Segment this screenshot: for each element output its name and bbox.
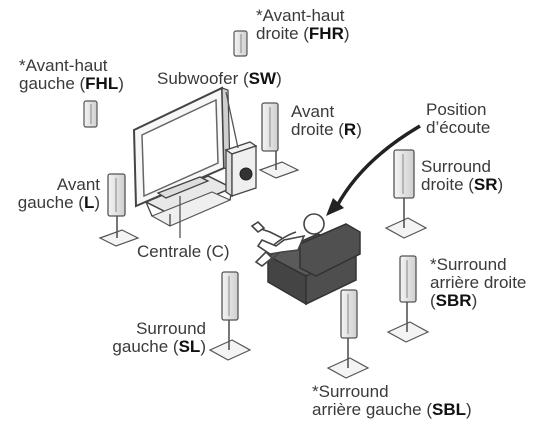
label-sl-suffix: ) bbox=[200, 337, 206, 356]
speaker-subwoofer bbox=[226, 142, 256, 196]
label-fhr: *Avant-haut droite (FHR) bbox=[256, 7, 350, 43]
label-surround-back-left: *Surround arrière gauche (SBL) bbox=[312, 383, 472, 419]
label-front-left: Avant gauche (L) bbox=[6, 176, 100, 212]
label-sbl-line2: arrière gauche ( bbox=[312, 400, 432, 419]
label-sr-line1: Surround bbox=[421, 157, 491, 176]
label-r-line1: Avant bbox=[291, 102, 334, 121]
label-sbr-suffix: ) bbox=[472, 291, 478, 310]
label-l-code: L bbox=[84, 193, 94, 212]
label-r-suffix: ) bbox=[356, 120, 362, 139]
label-r-line2: droite ( bbox=[291, 120, 344, 139]
label-sl-line1: Surround bbox=[136, 319, 206, 338]
label-fhl-code: FHL bbox=[85, 74, 118, 93]
label-front-right: Avant droite (R) bbox=[291, 103, 362, 139]
speaker-fhr bbox=[234, 31, 247, 56]
label-subwoofer: Subwoofer (SW) bbox=[157, 70, 282, 88]
label-fhl-line1: *Avant-haut bbox=[19, 56, 108, 75]
label-listen-line2: d’écoute bbox=[426, 118, 490, 137]
label-sbl-code: SBL bbox=[432, 400, 466, 419]
label-sl-line2: gauche ( bbox=[112, 337, 178, 356]
speaker-front-left bbox=[100, 174, 138, 246]
speaker-surround-left bbox=[210, 272, 250, 360]
label-l-line2: gauche ( bbox=[18, 193, 84, 212]
speaker-surround-right bbox=[386, 150, 426, 238]
label-l-line1: Avant bbox=[57, 175, 100, 194]
label-sl-code: SL bbox=[179, 337, 201, 356]
label-c-text: Centrale (C) bbox=[137, 242, 230, 261]
label-l-suffix: ) bbox=[94, 193, 100, 212]
speaker-surround-back-left bbox=[328, 290, 368, 378]
label-fhl: *Avant-haut gauche (FHL) bbox=[19, 57, 124, 93]
label-sr-line2: droite ( bbox=[421, 175, 474, 194]
label-surround-right: Surround droite (SR) bbox=[421, 158, 503, 194]
speaker-surround-back-right bbox=[388, 256, 428, 342]
speaker-fhl bbox=[84, 101, 97, 127]
label-fhr-line2: droite ( bbox=[256, 24, 309, 43]
label-listen-line1: Position bbox=[426, 100, 486, 119]
label-sbr-code: SBR bbox=[436, 291, 472, 310]
label-fhl-line2: gauche ( bbox=[19, 74, 85, 93]
label-sw-text: Subwoofer ( bbox=[157, 69, 249, 88]
label-sw-suffix: ) bbox=[276, 69, 282, 88]
label-sr-code: SR bbox=[474, 175, 498, 194]
label-fhl-suffix: ) bbox=[118, 74, 124, 93]
label-sbr-line1: *Surround bbox=[430, 255, 507, 274]
label-fhr-line1: *Avant-haut bbox=[256, 6, 345, 25]
label-fhr-code: FHR bbox=[309, 24, 344, 43]
label-surround-back-right: *Surround arrière droite (SBR) bbox=[430, 256, 526, 310]
label-sbl-line1: *Surround bbox=[312, 382, 389, 401]
label-surround-left: Surround gauche (SL) bbox=[80, 320, 206, 356]
label-listening-position: Position d’écoute bbox=[426, 101, 490, 137]
label-sw-code: SW bbox=[249, 69, 276, 88]
label-sr-suffix: ) bbox=[498, 175, 504, 194]
label-fhr-suffix: ) bbox=[344, 24, 350, 43]
label-sbr-line2: arrière droite bbox=[430, 273, 526, 292]
label-sbl-suffix: ) bbox=[466, 400, 472, 419]
label-r-code: R bbox=[344, 120, 356, 139]
label-center: Centrale (C) bbox=[137, 243, 230, 261]
